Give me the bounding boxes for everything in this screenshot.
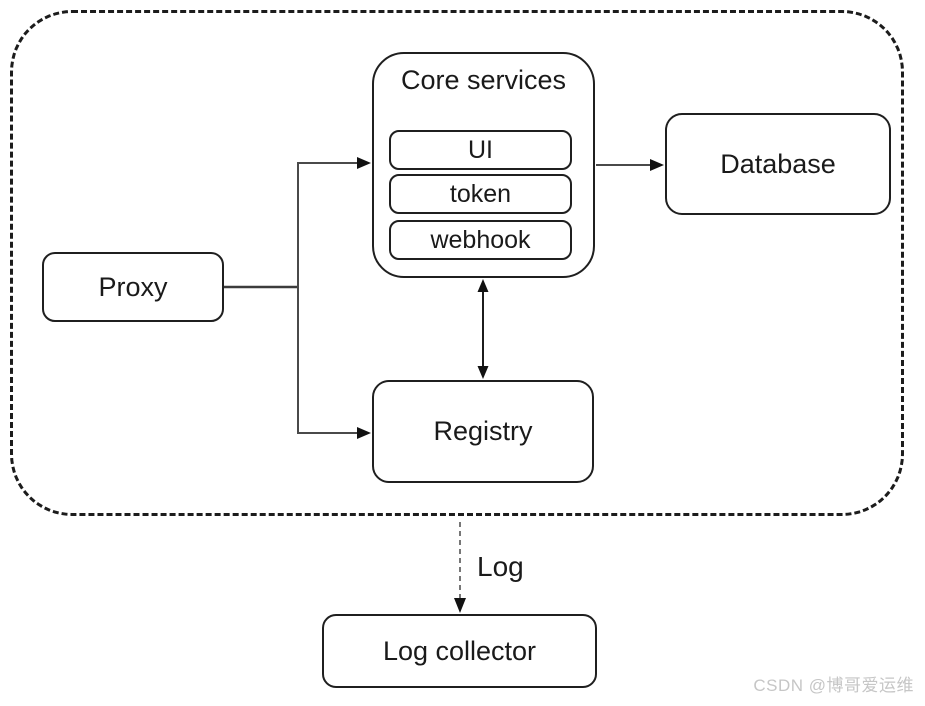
node-registry-label: Registry <box>433 416 533 446</box>
node-ui-label: UI <box>468 135 493 164</box>
node-ui: UI <box>389 130 572 170</box>
node-proxy-label: Proxy <box>98 271 168 302</box>
edge-log-label: Log <box>477 551 524 582</box>
node-proxy: Proxy <box>42 252 224 322</box>
watermark: CSDN @博哥爱运维 <box>753 676 914 695</box>
node-webhook-label: webhook <box>430 225 531 254</box>
node-log-collector-label: Log collector <box>382 635 537 666</box>
node-log-collector: Log collector <box>322 614 597 688</box>
cluster-boundary <box>10 10 904 516</box>
node-token: token <box>389 174 572 214</box>
arrowhead-log-collector-icon <box>454 598 466 613</box>
node-core-services-label: Core services <box>400 65 567 95</box>
node-core-services: Core services UI token webhook <box>372 52 595 278</box>
node-database: Database <box>665 113 891 215</box>
node-database-label: Database <box>720 148 836 179</box>
node-token-label: token <box>449 179 512 208</box>
node-registry: Registry <box>372 380 594 483</box>
node-webhook: webhook <box>389 220 572 260</box>
